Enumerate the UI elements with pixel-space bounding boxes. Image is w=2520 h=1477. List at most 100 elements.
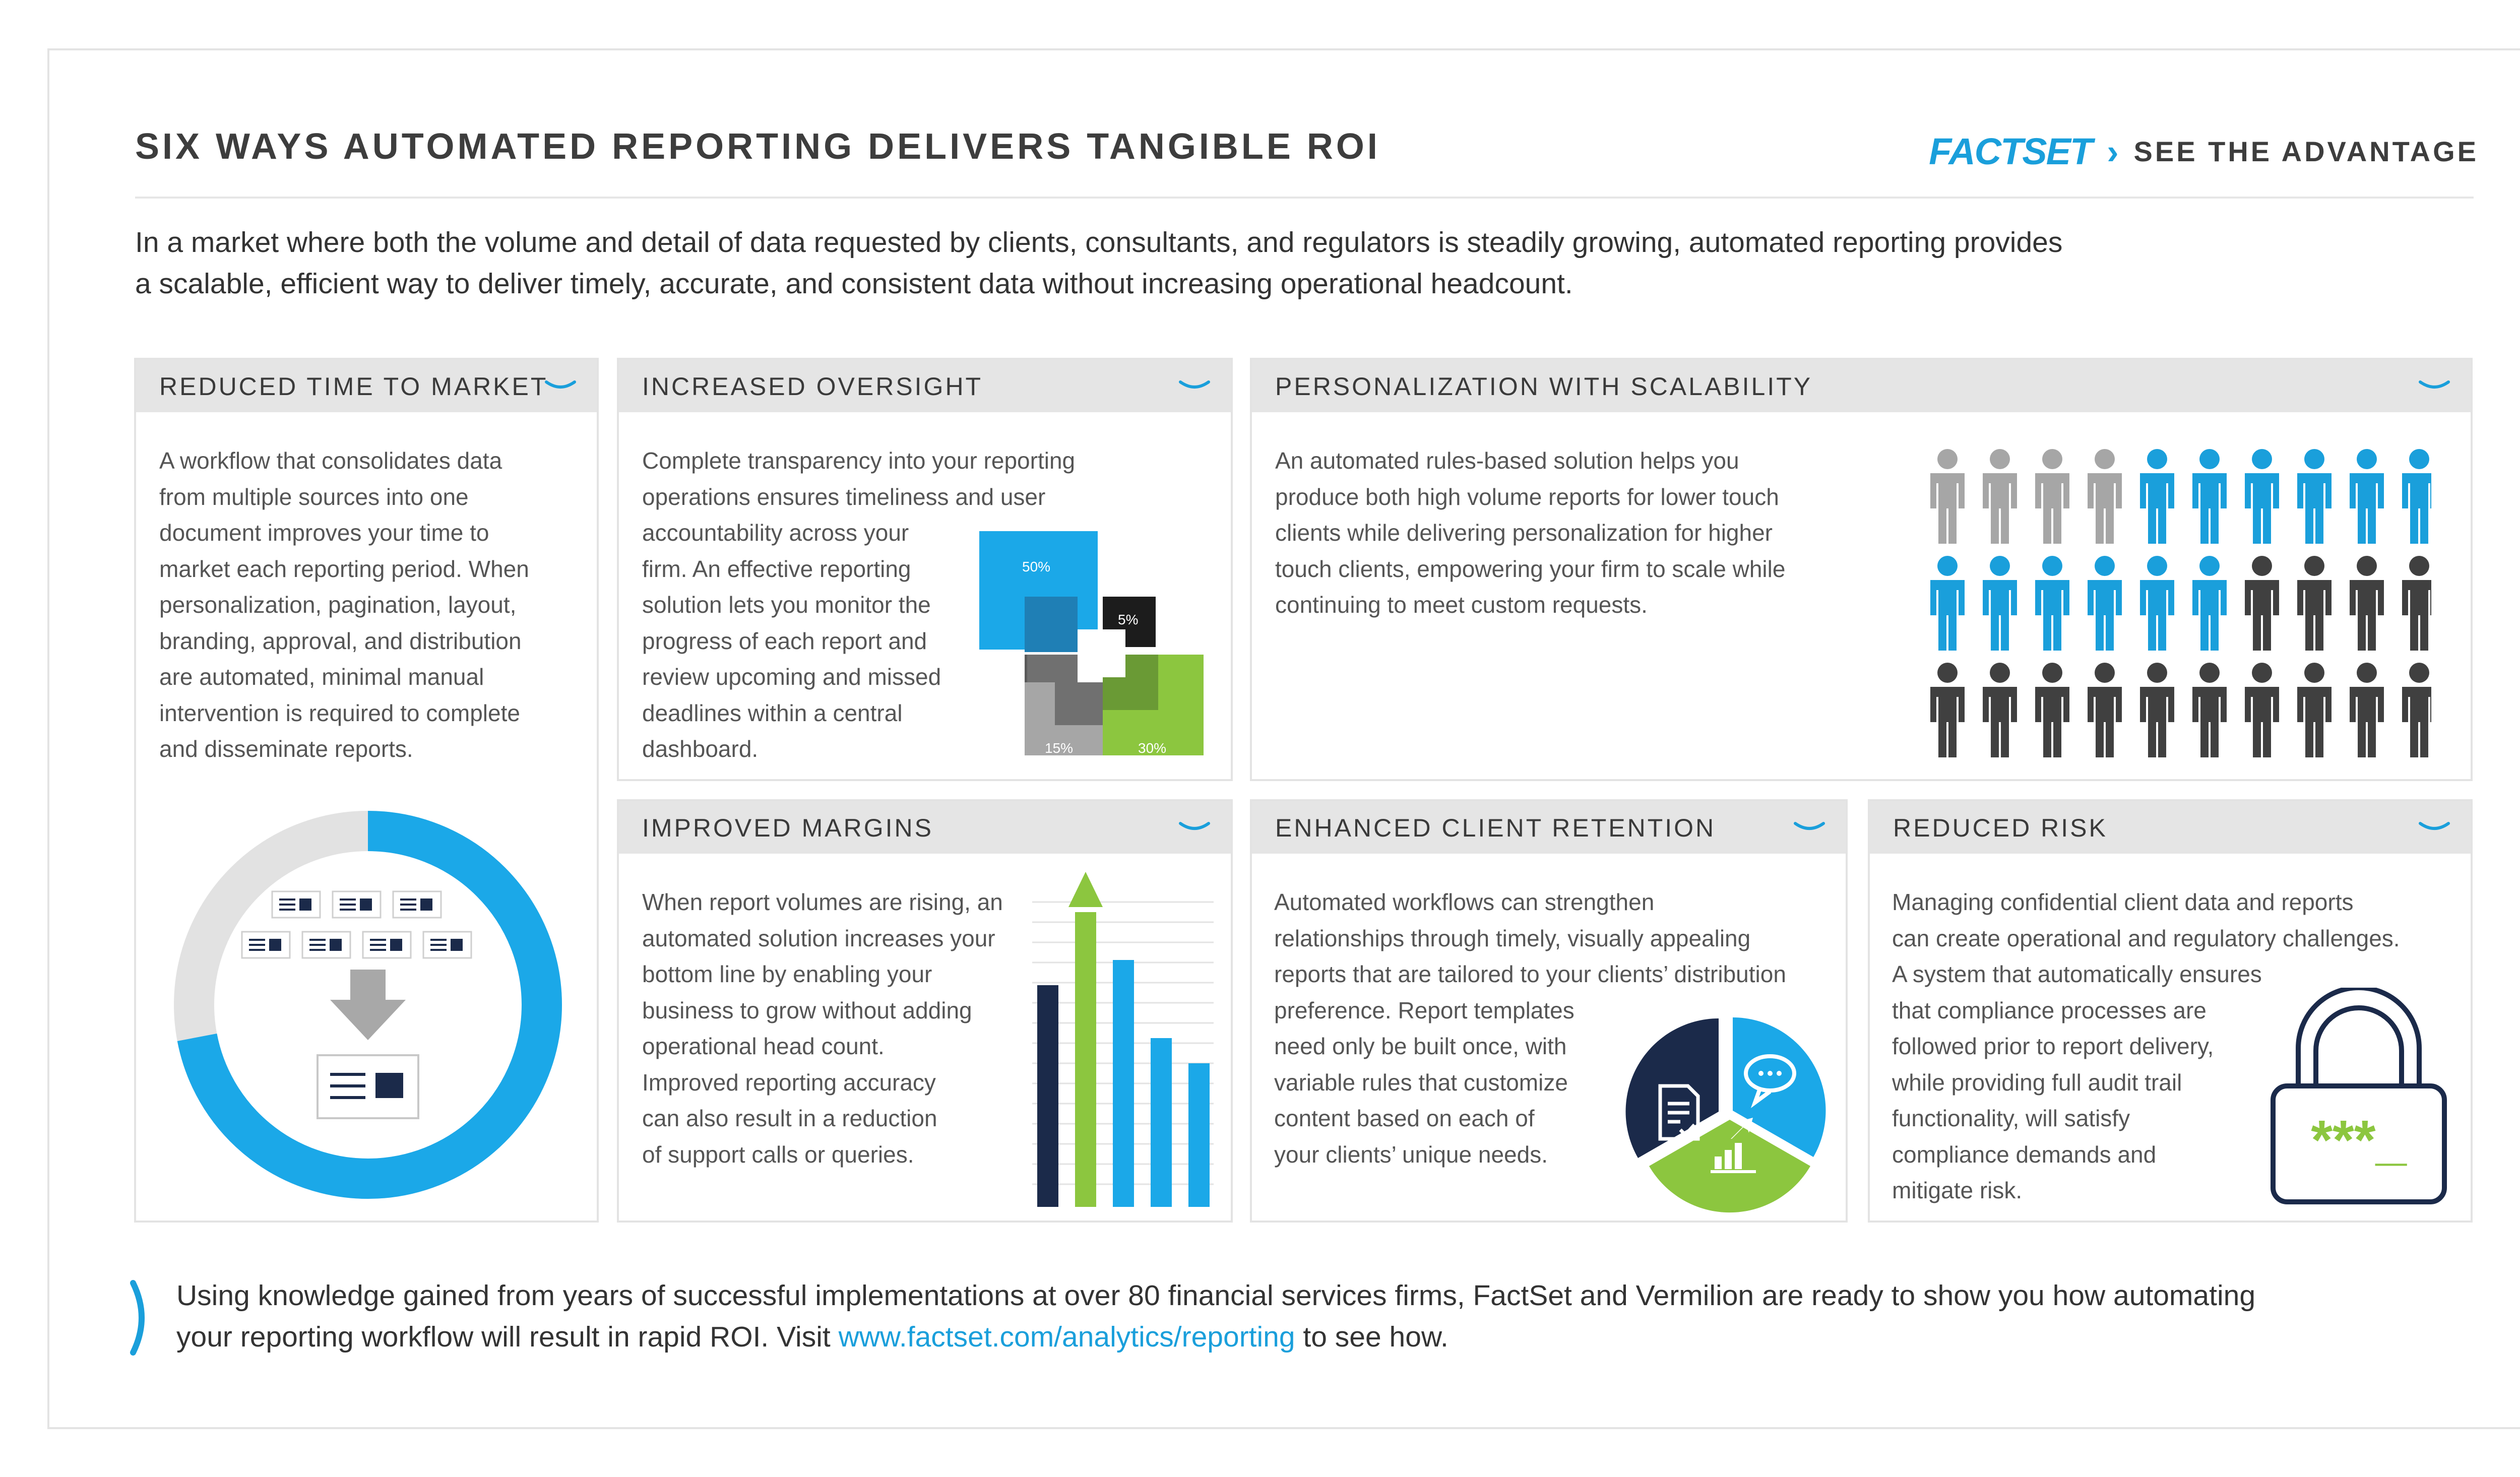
panel-header[interactable]: PERSONALIZATION WITH SCALABILITY: [1252, 360, 2471, 412]
bar-blue-1: [1113, 960, 1134, 1207]
panel-header[interactable]: REDUCED TIME TO MARKET: [136, 360, 597, 412]
person-icon: [1983, 556, 2017, 651]
text-line: operations ensures timeliness and user: [642, 483, 1046, 510]
arrow-up-icon: [1068, 872, 1103, 907]
panel-personalization: PERSONALIZATION WITH SCALABILITY An auto…: [1250, 358, 2473, 781]
person-icon: [2402, 663, 2431, 757]
text-line: bottom line by enabling your: [642, 961, 932, 987]
chevron-right-icon: ›: [2107, 132, 2119, 171]
bar-green: [1075, 912, 1096, 1207]
donut-progress-arc: [174, 811, 562, 1199]
person-icon: [2245, 663, 2279, 757]
label-30: 30%: [1138, 740, 1166, 756]
panel-header[interactable]: REDUCED RISK: [1870, 801, 2471, 854]
text-line: personalization, pagination, layout,: [159, 592, 517, 618]
text-line: touch clients, empowering your firm to s…: [1275, 555, 1786, 582]
bar-navy: [1037, 985, 1058, 1207]
small-document-icon: [241, 931, 291, 959]
text-line: dashboard.: [642, 736, 759, 762]
retention-cycle-illustration: [1625, 1017, 1826, 1213]
person-icon: [2350, 556, 2384, 651]
text-line: deadlines within a central: [642, 699, 903, 726]
footer-text: to see how.: [1295, 1321, 1448, 1353]
chevron-down-icon[interactable]: [544, 379, 577, 393]
chevron-down-icon[interactable]: [1793, 820, 1825, 834]
chat-bubble-icon: [1744, 1054, 1796, 1108]
panel-header[interactable]: ENHANCED CLIENT RETENTION: [1252, 801, 1846, 854]
person-icon: [2192, 663, 2227, 757]
panel-header[interactable]: IMPROVED MARGINS: [619, 801, 1231, 854]
document-icons: [241, 890, 472, 959]
panel-text: Automated workflows can strengthen relat…: [1274, 884, 1844, 1173]
text-line: clients while delivering personalization…: [1275, 520, 1773, 546]
person-icon: [1983, 449, 2017, 544]
padlock-icon: ***_: [2271, 988, 2447, 1204]
text-line: compliance demands and: [1892, 1141, 2157, 1168]
text-line: automated solution increases your: [642, 925, 995, 951]
text-line: branding, approval, and distribution: [159, 627, 522, 654]
small-document-icon: [422, 931, 472, 959]
person-icon: [2192, 556, 2227, 651]
document-icon: [317, 1054, 419, 1119]
text-line: market each reporting period. When: [159, 555, 529, 582]
panel-header[interactable]: INCREASED OVERSIGHT: [619, 360, 1231, 412]
footer-text: your reporting workflow will result in r…: [176, 1321, 839, 1353]
text-line: Complete transparency into your reportin…: [642, 447, 1076, 474]
person-icon: [2035, 449, 2069, 544]
text-line: review upcoming and missed: [642, 664, 941, 690]
person-icon: [2402, 556, 2431, 651]
text-line: preference. Report templates: [1274, 997, 1574, 1023]
person-icon: [2297, 556, 2332, 651]
text-line: A system that automatically ensures: [1892, 961, 2262, 987]
person-icon: [2088, 449, 2122, 544]
person-icon: [2245, 449, 2279, 544]
small-document-icon: [392, 890, 442, 919]
growth-bars-illustration: [1032, 872, 1214, 1207]
person-icon: [2192, 449, 2227, 544]
panel-increased-oversight: INCREASED OVERSIGHT Complete transparenc…: [617, 358, 1233, 781]
infographic-frame: [47, 48, 2520, 1429]
small-document-icon: [271, 890, 321, 919]
text-line: are automated, minimal manual: [159, 664, 484, 690]
panel-title: IMPROVED MARGINS: [642, 814, 933, 842]
text-line: of support calls or queries.: [642, 1141, 914, 1168]
consolidation-donut-illustration: [174, 811, 562, 1199]
text-line: can create operational and regulatory ch…: [1892, 925, 2400, 951]
factset-logo: FACTSET: [1929, 131, 2093, 172]
document-check-icon: [1658, 1084, 1700, 1141]
person-icon: [1983, 663, 2017, 757]
page-title: SIX WAYS AUTOMATED REPORTING DELIVERS TA…: [135, 126, 1380, 167]
chevron-down-icon[interactable]: [1178, 820, 1211, 834]
label-15: 15%: [1045, 740, 1073, 756]
chevron-down-icon[interactable]: [1178, 379, 1211, 393]
person-icon: [2140, 449, 2174, 544]
text-line: functionality, will satisfy: [1892, 1105, 2130, 1131]
text-line: and disseminate reports.: [159, 736, 413, 762]
reporting-link[interactable]: www.factset.com/analytics/reporting: [838, 1321, 1295, 1353]
text-line: document improves your time to: [159, 520, 489, 546]
text-line: Automated workflows can strengthen: [1274, 889, 1655, 915]
text-line: can also result in a reduction: [642, 1105, 937, 1131]
small-document-icon: [301, 931, 351, 959]
text-line: progress of each report and: [642, 627, 927, 654]
text-line: followed prior to report delivery,: [1892, 1033, 2214, 1059]
brand-lockup: FACTSET › SEE THE ADVANTAGE: [1929, 130, 2479, 173]
text-line: content based on each of: [1274, 1105, 1535, 1131]
text-line: your clients’ unique needs.: [1274, 1141, 1548, 1168]
panel-title: REDUCED RISK: [1893, 814, 2108, 842]
panel-title: PERSONALIZATION WITH SCALABILITY: [1275, 372, 1813, 401]
chevron-down-icon[interactable]: [2418, 379, 2450, 393]
chevron-down-icon[interactable]: [2418, 820, 2450, 834]
person-icon: [2088, 556, 2122, 651]
text-line: Improved reporting accuracy: [642, 1069, 936, 1096]
people-grid-illustration: [1930, 449, 2431, 757]
oversight-squares-illustration: 50% 5% 15% 30%: [979, 531, 1204, 756]
person-icon: [2350, 449, 2384, 544]
person-icon: [2402, 449, 2431, 544]
password-mask: ***_: [2311, 1109, 2407, 1171]
label-50: 50%: [1022, 559, 1050, 574]
person-icon: [2140, 663, 2174, 757]
text-line: from multiple sources into one: [159, 483, 469, 510]
panel-text: A workflow that consolidates data from m…: [159, 443, 583, 767]
panel-text: Managing confidential client data and re…: [1892, 884, 2467, 1209]
